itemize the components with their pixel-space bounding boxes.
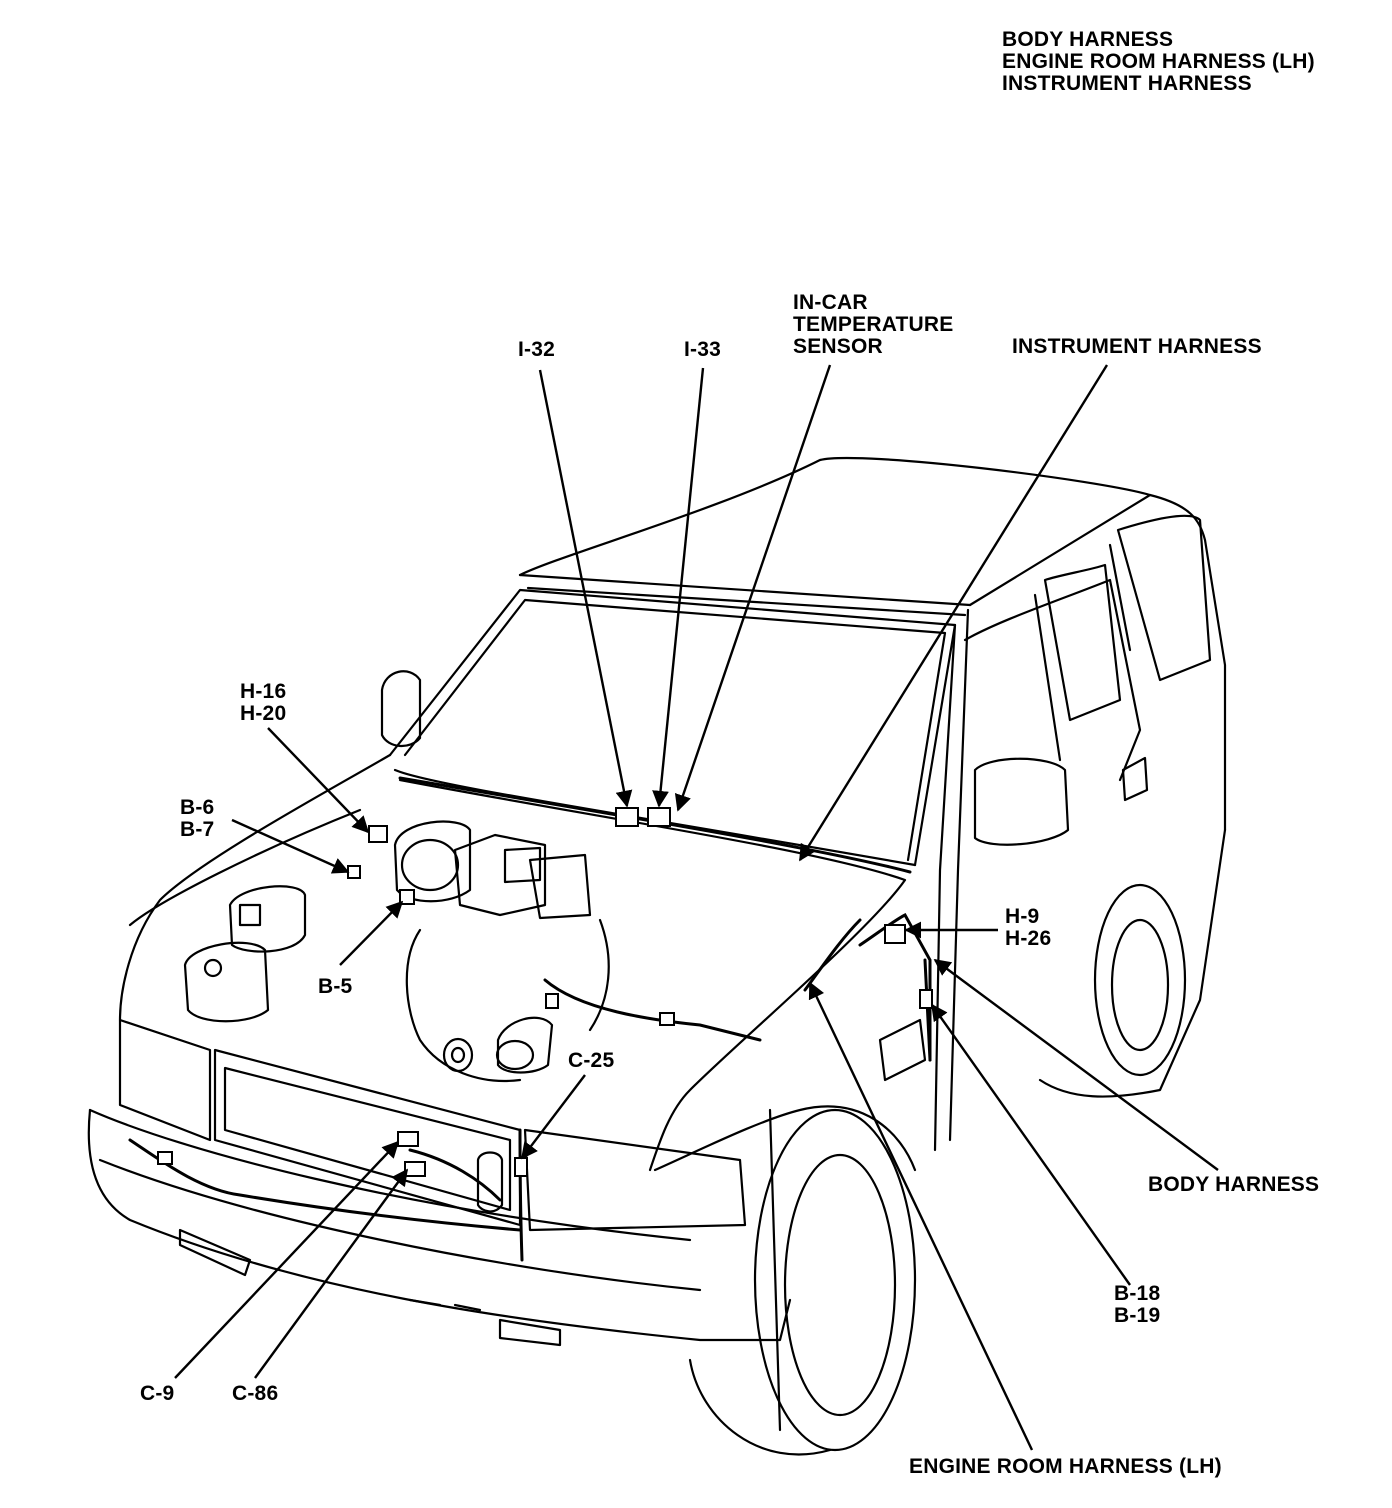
leader-body-harness bbox=[933, 958, 1219, 1171]
label-b18-b19: B-18 B-19 bbox=[1114, 1282, 1161, 1327]
connector-b18-b19 bbox=[919, 989, 933, 1009]
header-harness-list: BODY HARNESS ENGINE ROOM HARNESS (LH) IN… bbox=[1002, 29, 1315, 95]
washer-tank bbox=[183, 941, 270, 1023]
label-body-harness: BODY HARNESS bbox=[1148, 1173, 1320, 1196]
label-in-car-temperature-sensor: IN-CAR TEMPERATURE SENSOR bbox=[793, 291, 954, 358]
instrument-harness-wire bbox=[398, 776, 912, 874]
leader-in-car-sensor bbox=[674, 364, 832, 812]
label-h16-h20: H-16 H-20 bbox=[240, 680, 287, 725]
header-line-engine-room-harness: ENGINE ROOM HARNESS (LH) bbox=[1002, 50, 1315, 73]
label-c9: C-9 bbox=[140, 1382, 175, 1405]
leader-i33 bbox=[652, 367, 705, 808]
windshield bbox=[388, 588, 957, 867]
leader-h16-h20 bbox=[267, 727, 370, 834]
leader-b5 bbox=[339, 900, 404, 966]
leader-c9 bbox=[174, 1140, 400, 1379]
connector-h16-h20 bbox=[368, 825, 388, 843]
receiver-drier bbox=[476, 1151, 504, 1213]
left-headlight bbox=[118, 1018, 212, 1142]
right-headlight bbox=[523, 1128, 747, 1232]
label-c25: C-25 bbox=[568, 1049, 615, 1072]
right-mirror bbox=[973, 757, 1070, 846]
front-door bbox=[963, 578, 1142, 782]
label-i32: I-32 bbox=[518, 338, 555, 361]
label-c86: C-86 bbox=[232, 1382, 279, 1405]
hood-outline bbox=[118, 753, 392, 1022]
connector-c86 bbox=[404, 1161, 426, 1177]
connector-c25 bbox=[514, 1157, 528, 1177]
leader-b18-b19 bbox=[931, 1003, 1131, 1286]
label-i33: I-33 bbox=[684, 338, 721, 361]
rear-wheel bbox=[1093, 883, 1187, 1077]
connector-b5 bbox=[399, 889, 415, 905]
label-h9-h26: H-9 H-26 bbox=[1005, 905, 1052, 950]
label-b5: B-5 bbox=[318, 975, 353, 998]
leader-i32 bbox=[538, 369, 633, 808]
leader-instrument-harness bbox=[798, 364, 1109, 862]
engine-room-harness-wire bbox=[128, 1138, 522, 1232]
leader-engine-room-harness bbox=[808, 981, 1034, 1451]
leader-c86 bbox=[254, 1168, 408, 1379]
roof-outline bbox=[518, 456, 1227, 832]
leader-b6-b7 bbox=[231, 818, 350, 874]
header-line-body-harness: BODY HARNESS bbox=[1002, 28, 1174, 51]
body-harness-wire bbox=[923, 958, 932, 1062]
label-engine-room-harness: ENGINE ROOM HARNESS (LH) bbox=[909, 1455, 1222, 1478]
leader-c25 bbox=[520, 1074, 586, 1160]
header-line-instrument-harness: INSTRUMENT HARNESS bbox=[1002, 72, 1252, 95]
connector-h9-h26 bbox=[884, 924, 906, 944]
connector-i33 bbox=[647, 807, 671, 827]
connector-c9 bbox=[397, 1131, 419, 1147]
connector-b6-b7 bbox=[347, 865, 361, 879]
connector-i32 bbox=[615, 807, 639, 827]
label-instrument-harness: INSTRUMENT HARNESS bbox=[1012, 335, 1262, 358]
front-wheel bbox=[753, 1108, 917, 1452]
left-mirror bbox=[380, 670, 422, 747]
label-b6-b7: B-6 B-7 bbox=[180, 796, 215, 841]
front-bumper bbox=[87, 1108, 792, 1342]
